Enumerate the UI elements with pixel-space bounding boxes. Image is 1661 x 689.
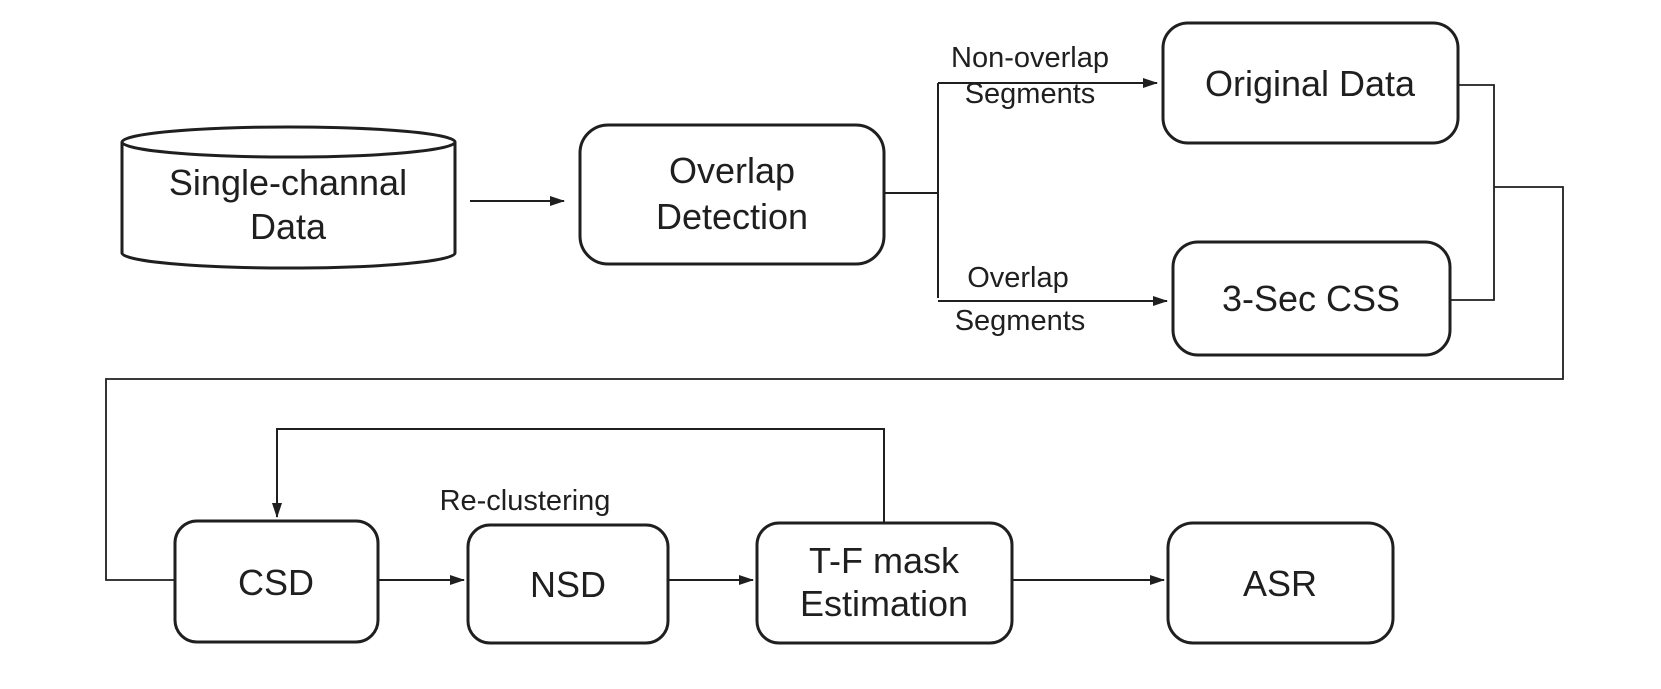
node-single-channel-data: Single-channal Data <box>120 125 457 270</box>
nsd-label: NSD <box>530 564 606 605</box>
edge-merge-to-csd <box>105 84 1564 581</box>
asr-label: ASR <box>1243 563 1317 604</box>
node-tf-mask-estimation: T-F mask Estimation <box>755 521 1014 645</box>
node-nsd: NSD <box>466 523 670 645</box>
edge-branch-split <box>884 83 939 298</box>
overlap-detection-label-line1: Overlap <box>669 150 795 191</box>
node-overlap-detection: Overlap Detection <box>578 123 886 266</box>
node-csd: CSD <box>173 519 380 644</box>
node-original-data: Original Data <box>1161 21 1460 145</box>
overlap-segments-label-line1: Overlap <box>967 262 1069 294</box>
tf-mask-estimation-label-line2: Estimation <box>800 583 968 624</box>
edge-reclustering-feedback <box>272 428 885 523</box>
overlap-detection-box <box>578 123 886 266</box>
tf-mask-estimation-label-line1: T-F mask <box>809 540 960 581</box>
re-clustering-label: Re-clustering <box>440 485 611 517</box>
single-channel-data-label-line2: Data <box>250 206 327 247</box>
csd-label: CSD <box>238 562 314 603</box>
original-data-box <box>1161 21 1460 145</box>
single-channel-data-label-line1: Single-channal <box>169 162 407 203</box>
csd-box <box>173 519 380 644</box>
cylinder-body <box>123 142 454 253</box>
overlap-detection-label-line2: Detection <box>656 196 808 237</box>
tf-mask-estimation-box <box>755 521 1014 645</box>
overlap-segments-label-line2: Segments <box>955 305 1086 337</box>
asr-box <box>1166 521 1395 645</box>
three-sec-css-box <box>1171 240 1452 357</box>
three-sec-css-label: 3-Sec CSS <box>1222 278 1400 319</box>
original-data-label: Original Data <box>1205 63 1416 104</box>
cylinder-top-ellipse <box>120 125 457 159</box>
non-overlap-segments-label-line1: Non-overlap <box>951 42 1109 74</box>
nsd-box <box>466 523 670 645</box>
node-three-sec-css: 3-Sec CSS <box>1171 240 1452 357</box>
node-asr: ASR <box>1166 521 1395 645</box>
non-overlap-segments-label-line2: Segments <box>965 78 1096 110</box>
